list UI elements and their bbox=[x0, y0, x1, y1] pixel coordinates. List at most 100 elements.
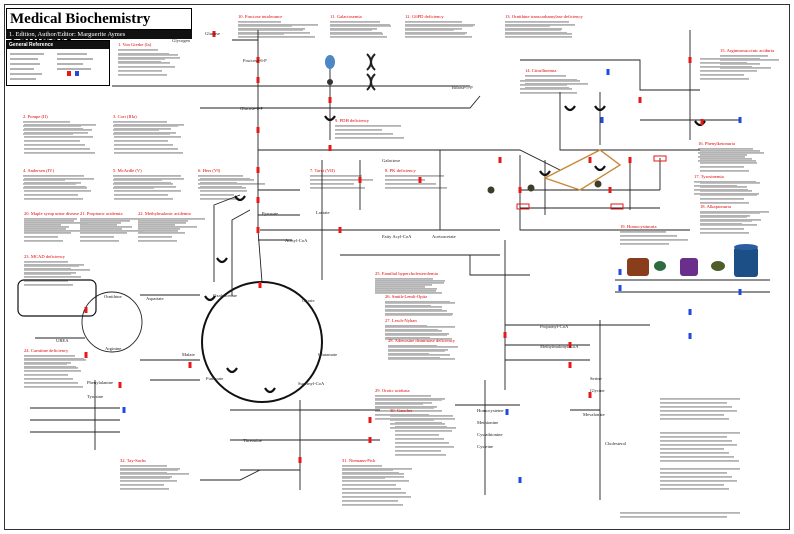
text-line bbox=[330, 28, 377, 30]
text-line bbox=[24, 362, 71, 364]
defect-box bbox=[653, 155, 667, 162]
defect-marker bbox=[338, 227, 342, 233]
text-line bbox=[660, 460, 739, 462]
label-serine: Serine bbox=[590, 376, 602, 381]
text-line bbox=[24, 382, 78, 384]
defect-marker bbox=[638, 97, 642, 103]
shape bbox=[734, 244, 758, 250]
enzyme-arc-icon bbox=[694, 120, 706, 127]
text-line bbox=[700, 186, 747, 188]
disorder-heading: 13. Ornithine transcarbamylase deficienc… bbox=[505, 14, 584, 19]
text-line bbox=[660, 488, 729, 490]
disorder-heading: 9. PDH deficiency bbox=[335, 118, 370, 123]
label-aspartate: Aspartate bbox=[146, 296, 164, 301]
text-line bbox=[24, 198, 83, 200]
label-glucose: Glucose bbox=[205, 31, 220, 36]
label-glycine: Glycine bbox=[590, 388, 605, 393]
text-line bbox=[388, 358, 455, 360]
text-line bbox=[660, 472, 727, 474]
cofactor-marker bbox=[122, 407, 126, 413]
text-line bbox=[238, 32, 310, 34]
defect-marker bbox=[688, 57, 692, 63]
text-line bbox=[700, 162, 757, 164]
disorder-heading: 23. MCAD deficiency bbox=[24, 254, 66, 259]
label-fructose-6p: Fructose-6-P bbox=[243, 58, 267, 63]
text-line bbox=[342, 476, 404, 478]
defect-marker bbox=[256, 127, 260, 133]
text-line bbox=[660, 448, 724, 450]
label-glucose-6p: Glucose-6-P bbox=[240, 106, 263, 111]
text-line bbox=[24, 224, 61, 226]
defect-marker bbox=[518, 187, 522, 193]
text-line bbox=[660, 402, 727, 404]
edge bbox=[520, 59, 700, 91]
disorder-heading: 32. Tay-Sachs bbox=[120, 458, 146, 463]
label-phenylalanine: Phenylalanine bbox=[87, 380, 113, 385]
text-line bbox=[120, 480, 177, 482]
text-line bbox=[200, 198, 239, 200]
node bbox=[527, 184, 535, 192]
text-line bbox=[520, 92, 577, 94]
enzyme-arc-icon bbox=[204, 295, 216, 302]
transporter-complex-2 bbox=[654, 261, 666, 271]
label-malate: Malate bbox=[182, 352, 195, 357]
text-line bbox=[24, 284, 73, 286]
text-line bbox=[80, 236, 114, 238]
urea-cycle-ring bbox=[81, 291, 143, 353]
label-citrate: Citrate bbox=[302, 298, 315, 303]
text-line bbox=[80, 220, 130, 222]
text-line bbox=[375, 284, 432, 286]
defect-marker bbox=[628, 157, 632, 163]
text-line bbox=[24, 264, 84, 266]
text-line bbox=[375, 288, 437, 290]
text-line bbox=[700, 190, 752, 192]
text-line bbox=[660, 476, 732, 478]
defect-marker bbox=[368, 437, 372, 443]
enzyme-arc-icon bbox=[594, 165, 606, 172]
text-line bbox=[620, 516, 727, 518]
text-line bbox=[700, 232, 749, 234]
text-line bbox=[138, 240, 177, 242]
defect-marker bbox=[608, 187, 612, 193]
text-line bbox=[120, 488, 169, 490]
disorder-heading: 16. Phenylketonuria bbox=[698, 141, 735, 146]
text-line bbox=[114, 140, 168, 142]
text-line bbox=[700, 182, 760, 184]
text-line bbox=[118, 58, 165, 60]
text-line bbox=[700, 170, 749, 172]
label-methylmalonyl-coa: Methylmalonyl-CoA bbox=[540, 344, 579, 349]
text-line bbox=[385, 310, 447, 312]
text-line bbox=[385, 302, 455, 304]
text-line bbox=[200, 194, 234, 196]
text-line bbox=[24, 148, 90, 150]
disorder-heading: 20. Maple syrup urine disease bbox=[24, 211, 79, 216]
defect-marker bbox=[568, 362, 572, 368]
disorder-heading: 19. Homocystinuria bbox=[620, 224, 657, 229]
enzyme-arc-icon bbox=[264, 387, 276, 394]
disorder-heading: 15. Argininosuccinic aciduria bbox=[720, 48, 774, 53]
text-line bbox=[505, 36, 572, 38]
label-glycogen: Glycogen bbox=[172, 38, 191, 43]
defect-marker bbox=[588, 392, 592, 398]
edge bbox=[559, 92, 700, 151]
text-line bbox=[660, 418, 729, 420]
text-line bbox=[395, 438, 444, 440]
defect-marker bbox=[118, 382, 122, 388]
defect-marker bbox=[358, 177, 362, 183]
enzyme-arc-icon bbox=[564, 105, 576, 112]
text-line bbox=[385, 306, 442, 308]
edge bbox=[200, 95, 481, 109]
text-line bbox=[342, 468, 412, 470]
label-mevalonate: Mevalonate bbox=[583, 412, 605, 417]
text-line bbox=[24, 124, 96, 126]
text-line bbox=[24, 178, 94, 180]
enzyme-arc-icon bbox=[539, 170, 551, 177]
text-line bbox=[660, 414, 724, 416]
cofactor-marker bbox=[518, 477, 522, 483]
defect-marker bbox=[498, 157, 502, 163]
cofactor-marker bbox=[618, 285, 622, 291]
legend-title: General Reference bbox=[7, 41, 109, 49]
defect-marker bbox=[188, 362, 192, 368]
defect-marker bbox=[568, 342, 572, 348]
defect-box bbox=[516, 203, 530, 210]
